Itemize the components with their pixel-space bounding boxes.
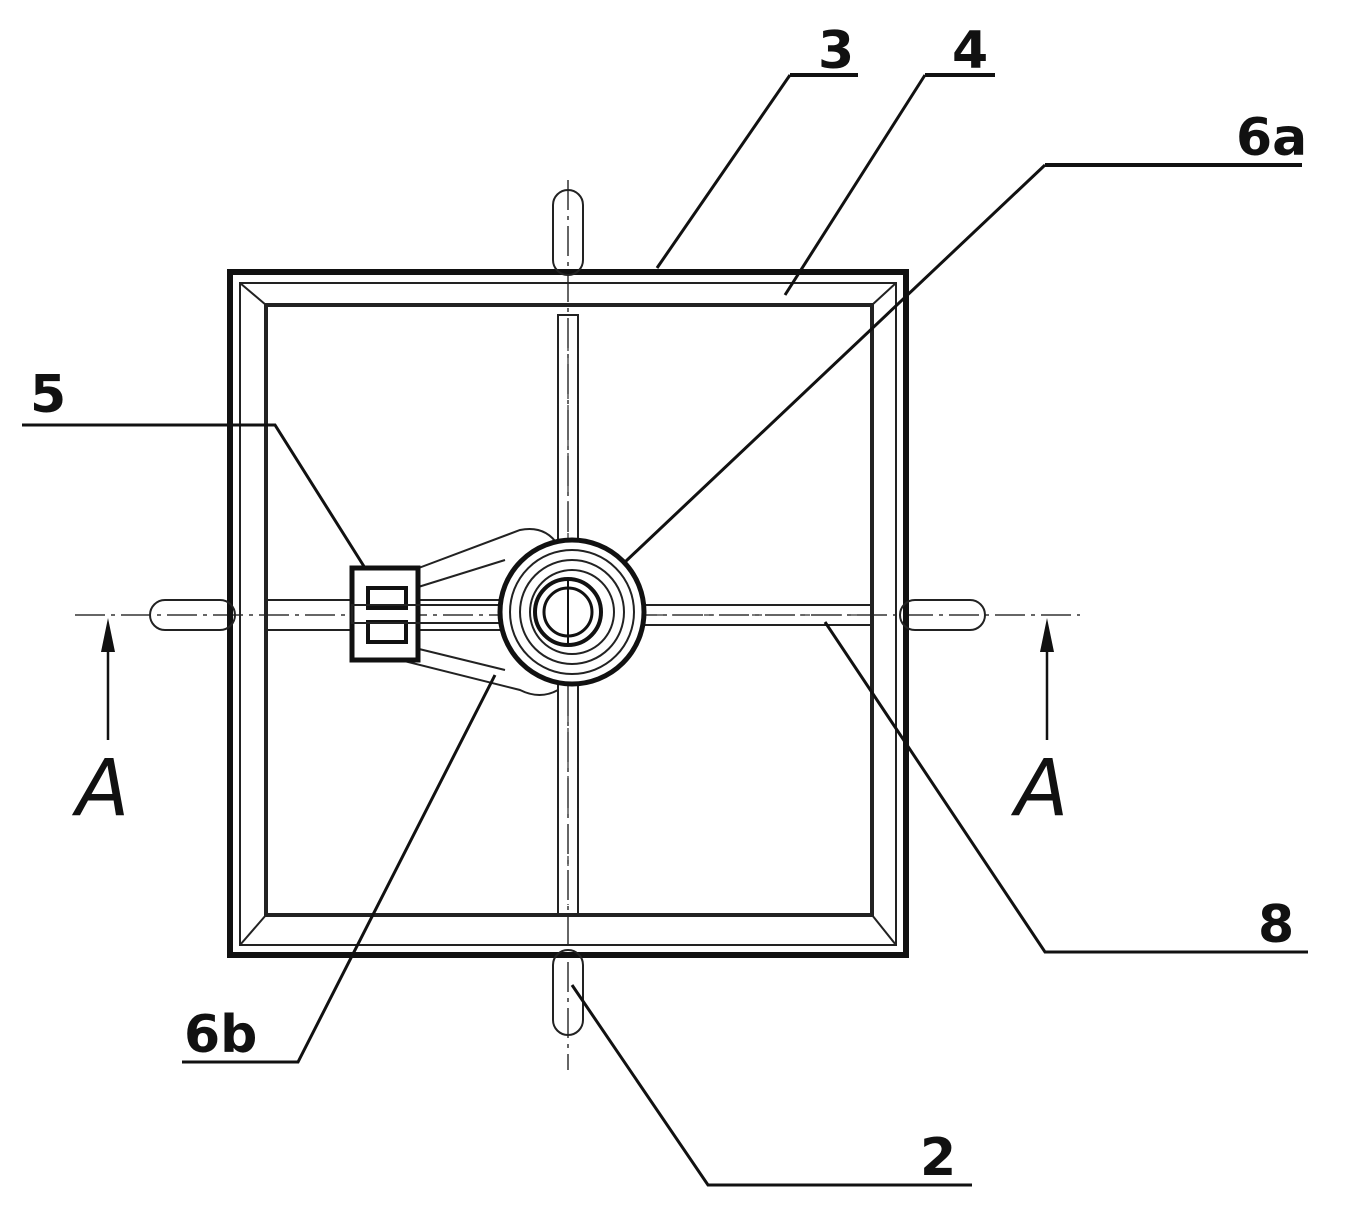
label-8: 8	[1258, 895, 1294, 955]
shaft-top	[552, 189, 584, 276]
leader-5	[22, 423, 367, 569]
label-3: 3	[818, 21, 854, 81]
block-5-lower-slot	[366, 620, 408, 644]
bevel-corner-tr	[871, 282, 897, 306]
frame-bevel-outer	[239, 282, 897, 946]
leader-3	[655, 74, 792, 269]
bevel-corner-bl	[239, 914, 267, 946]
leader-6a	[623, 163, 1047, 564]
leader-2	[570, 984, 972, 1187]
label-2: 2	[920, 1128, 956, 1188]
label-5: 5	[30, 365, 66, 425]
label-6a: 6a	[1236, 108, 1307, 168]
outer-frame	[227, 269, 909, 958]
section-arrow-right-head	[1040, 618, 1054, 652]
shaft-bottom	[552, 949, 584, 1036]
hub-ring-2	[519, 559, 625, 665]
hub-ring-1	[509, 549, 635, 675]
section-arrow-left-head	[101, 618, 115, 652]
block-5-upper-slot	[366, 586, 408, 610]
leader-6b	[182, 674, 497, 1064]
lever-arm-inner	[414, 559, 506, 671]
bevel-corner-br	[871, 914, 897, 946]
leader-8	[823, 621, 1308, 954]
leader-4	[783, 74, 927, 296]
label-4: 4	[952, 21, 988, 81]
section-label-right: A	[1010, 744, 1068, 834]
lever-arm	[399, 528, 559, 696]
hub-ring-3	[529, 569, 615, 655]
block-5	[349, 565, 421, 663]
shaft-right	[899, 599, 986, 631]
label-6b: 6b	[184, 1005, 257, 1065]
shaft-left	[149, 599, 236, 631]
bevel-corner-tl	[239, 282, 267, 306]
section-label-left: A	[71, 744, 129, 834]
